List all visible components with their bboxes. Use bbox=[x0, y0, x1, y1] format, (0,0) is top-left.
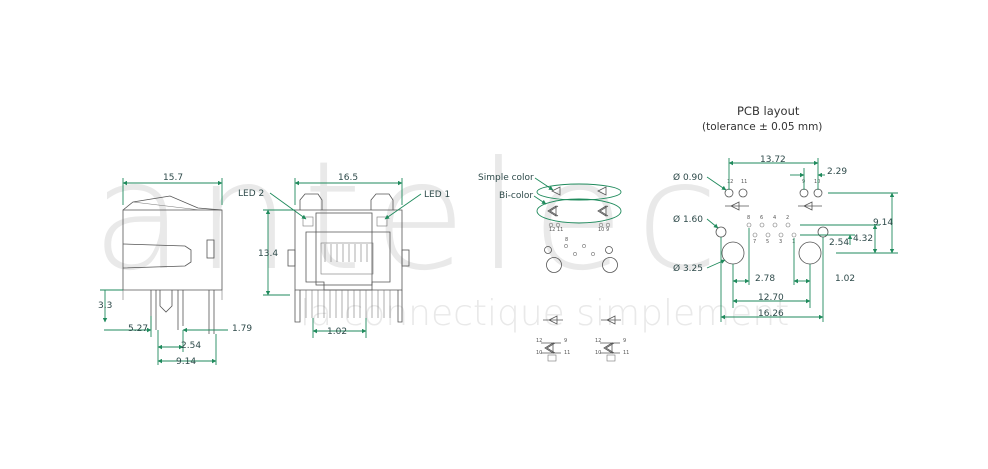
svg-text:10 9: 10 9 bbox=[598, 227, 609, 233]
dim-pcb-102: 1.02 bbox=[835, 274, 855, 284]
svg-text:9: 9 bbox=[623, 338, 626, 344]
pin-3: 3 bbox=[779, 239, 782, 245]
dim-pcb-dia090: Ø 0.90 bbox=[673, 172, 703, 183]
pin-6: 6 bbox=[760, 215, 763, 221]
svg-text:12 11: 12 11 bbox=[549, 227, 563, 233]
svg-text:10: 10 bbox=[595, 350, 601, 356]
dim-pcb-1626: 16.26 bbox=[758, 309, 784, 319]
dim-pcb-278: 2.78 bbox=[755, 274, 775, 284]
svg-text:8: 8 bbox=[565, 237, 568, 243]
svg-text:9: 9 bbox=[564, 338, 567, 344]
pin-10: 10 bbox=[814, 179, 820, 185]
label-led1: LED 1 bbox=[424, 190, 450, 200]
dim-side-width: 15.7 bbox=[163, 173, 183, 183]
legend-bi-color: Bi-color bbox=[499, 191, 533, 201]
pcb-layout: PCB layout (tolerance ± 0.05 mm) 12 11 9… bbox=[673, 104, 898, 322]
pcb-subtitle: (tolerance ± 0.05 mm) bbox=[702, 121, 822, 133]
svg-text:11: 11 bbox=[564, 350, 570, 356]
contact-fingers bbox=[320, 242, 374, 275]
watermark-brand: antelec bbox=[92, 130, 731, 304]
dim-pcb-1270: 12.70 bbox=[758, 293, 784, 303]
dim-pcb-432: 4.32 bbox=[853, 234, 873, 244]
svg-text:11: 11 bbox=[623, 350, 629, 356]
legend-simple-color: Simple color bbox=[478, 173, 534, 183]
label-led2: LED 2 bbox=[238, 189, 264, 199]
front-view: 16.5 13.4 1.02 LED 2 LED 1 bbox=[238, 173, 450, 338]
pin-7: 7 bbox=[753, 239, 756, 245]
dim-side-254: 2.54 bbox=[181, 341, 201, 351]
pin-2: 2 bbox=[786, 215, 789, 221]
dim-pcb-229: 2.29 bbox=[827, 167, 847, 177]
signal-pins: 8 6 4 2 7 5 3 1 bbox=[746, 215, 797, 245]
svg-text:12: 12 bbox=[595, 338, 601, 344]
dim-pcb-254: 2.54 bbox=[829, 238, 849, 248]
pin-5: 5 bbox=[766, 239, 769, 245]
watermark-tagline: la connectique simplement bbox=[300, 293, 789, 334]
dim-side-179: 1.79 bbox=[232, 324, 252, 334]
svg-text:10: 10 bbox=[536, 350, 542, 356]
pin-8: 8 bbox=[747, 215, 750, 221]
dim-pcb-1372: 13.72 bbox=[760, 155, 786, 165]
dim-pcb-914: 9.14 bbox=[873, 218, 893, 228]
dim-front-102: 1.02 bbox=[327, 327, 347, 337]
dim-side-914: 9.14 bbox=[176, 357, 196, 367]
pcb-title: PCB layout bbox=[737, 104, 800, 118]
dim-side-527: 5.27 bbox=[128, 324, 148, 334]
dim-pcb-dia160: Ø 1.60 bbox=[673, 214, 703, 225]
dim-front-width: 16.5 bbox=[338, 173, 358, 183]
pin-4: 4 bbox=[773, 215, 776, 221]
dim-side-height: 3.3 bbox=[98, 301, 112, 311]
side-view: 15.7 3.3 5.27 1.79 2.54 9.14 bbox=[98, 173, 252, 367]
pin-12: 12 bbox=[727, 179, 733, 185]
dim-pcb-dia325: Ø 3.25 bbox=[673, 263, 703, 274]
watermark: antelec la connectique simplement bbox=[92, 130, 789, 334]
dim-front-height: 13.4 bbox=[258, 249, 278, 259]
pin-11: 11 bbox=[741, 179, 747, 185]
led-schematic: Simple color Bi-color 12 11 10 9 8 12 bbox=[478, 173, 629, 362]
svg-text:12: 12 bbox=[536, 338, 542, 344]
